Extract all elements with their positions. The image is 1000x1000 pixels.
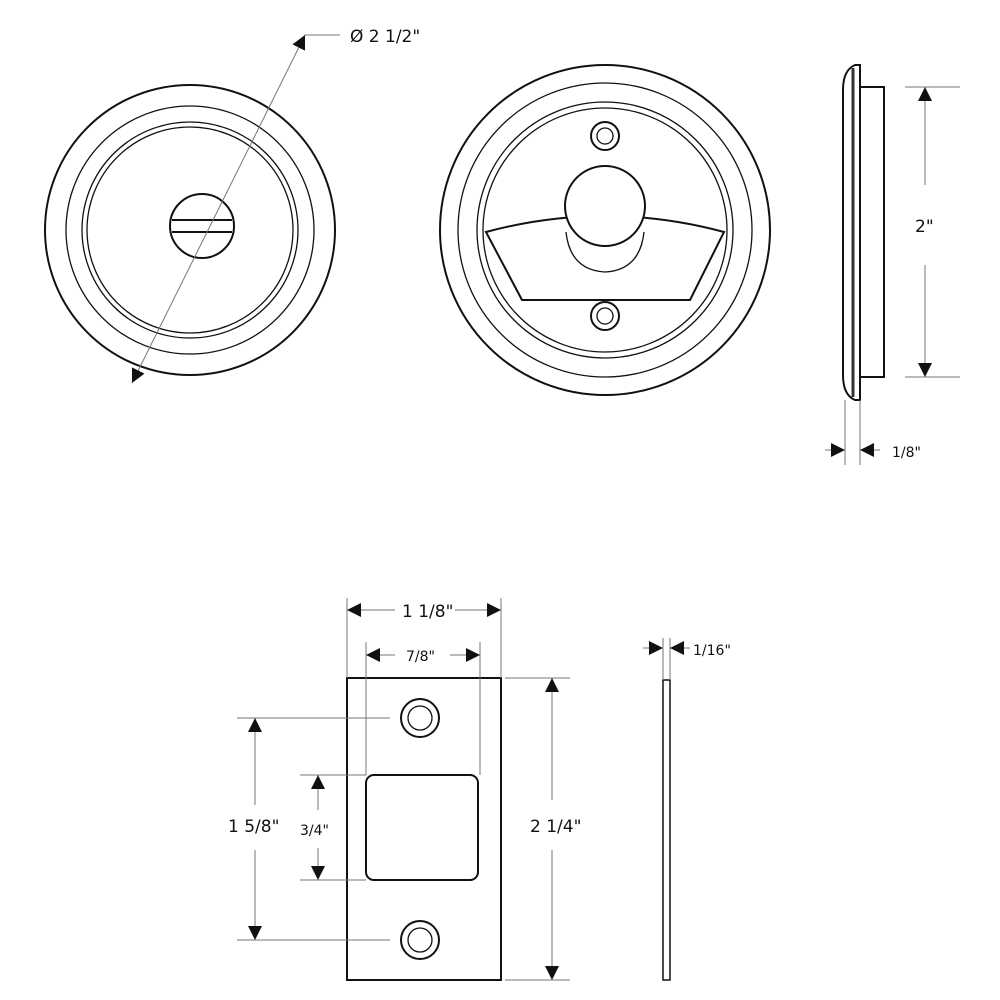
strike-plate bbox=[346, 677, 502, 981]
hole-spacing-label: 1 5/8" bbox=[228, 817, 279, 837]
strike-inner-width-label: 7/8" bbox=[406, 649, 435, 665]
diameter-label: Ø 2 1/2" bbox=[350, 27, 420, 47]
strike-height-label: 2 1/4" bbox=[530, 817, 581, 837]
side-height-label: 2" bbox=[915, 217, 934, 237]
rosette-side-view: 2" 1/8" bbox=[825, 64, 960, 465]
turn-spindle bbox=[564, 165, 646, 247]
latch-opening bbox=[365, 774, 479, 881]
strike-dimensions: 1 1/8" 7/8" 2 1/4" 1 5/8" 3/4" bbox=[228, 598, 581, 981]
strike-width-label: 1 1/8" bbox=[402, 602, 453, 622]
privacy-turn-rosette-front bbox=[44, 84, 336, 376]
opening-height-label: 3/4" bbox=[300, 823, 329, 839]
strike-edge-view: 1/16" bbox=[643, 638, 731, 981]
privacy-turn-rosette-back bbox=[439, 64, 771, 396]
emergency-release-knob bbox=[169, 193, 235, 259]
edge-thickness-label: 1/16" bbox=[693, 643, 731, 659]
side-thickness-label: 1/8" bbox=[892, 445, 921, 461]
diameter-dimension: Ø 2 1/2" bbox=[131, 27, 420, 384]
